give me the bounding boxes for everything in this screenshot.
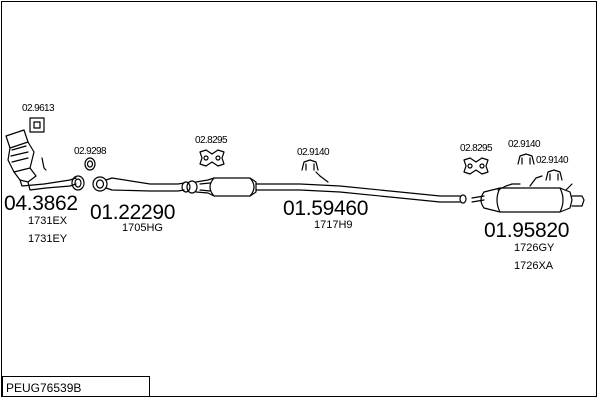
fitting-code-6: 02.9140 xyxy=(508,139,541,150)
reference-code: PEUG76539B xyxy=(6,381,82,395)
fitting-bracket-02-9140-right-b-shape xyxy=(545,169,563,181)
section-4-sub-code-1: 1726GY xyxy=(514,242,555,254)
fitting-gasket-02-9298-shape xyxy=(84,157,96,171)
section-1-sub-code-1: 1731EX xyxy=(28,215,68,227)
fitting-hanger-02-8295-left-shape xyxy=(199,149,225,167)
fitting-bracket-02-9140-right-a-shape xyxy=(517,153,535,165)
sensor-pin-shape xyxy=(41,157,47,171)
fitting-hanger-02-8295-right-shape xyxy=(463,157,489,175)
section-4-sub-code-2: 1726XA xyxy=(514,260,554,272)
fitting-code-1: 02.9613 xyxy=(22,103,55,114)
fitting-code-3: 02.8295 xyxy=(195,135,228,146)
center-silencer-shape xyxy=(186,171,467,204)
section-1-sub-code-2: 1731EY xyxy=(28,233,68,245)
fitting-code-5: 02.8295 xyxy=(460,143,493,154)
rear-silencer-shape xyxy=(471,175,585,213)
intermediate-pipe-shape xyxy=(92,176,191,193)
section-3-part-number: 01.59460 xyxy=(283,197,369,220)
fitting-code-7: 02.9140 xyxy=(536,155,569,166)
reference-box: PEUG76539B xyxy=(2,376,150,397)
catalytic-converter-shape xyxy=(5,129,85,191)
section-3-sub-code-1: 1717H9 xyxy=(314,219,353,231)
fitting-code-2: 02.9298 xyxy=(74,146,107,157)
section-4-part-number: 01.95820 xyxy=(484,219,570,242)
section-2-part-number: 01.22290 xyxy=(90,201,176,224)
section-1-part-number: 04.3862 xyxy=(4,192,78,215)
fitting-code-4: 02.9140 xyxy=(297,147,330,158)
section-2-sub-code-1: 1705HG xyxy=(122,222,163,234)
fitting-bracket-02-9140-center-shape xyxy=(301,159,319,171)
fitting-clamp-02-9613-shape xyxy=(29,117,45,133)
